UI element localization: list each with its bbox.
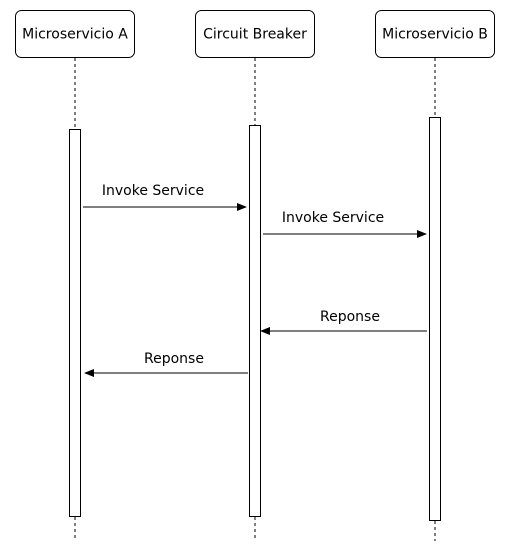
message-label: Invoke Service [102,183,204,199]
participant-label-circuit-breaker: Circuit Breaker [203,27,307,43]
message-response-b-to-cb: Reponse [260,309,427,335]
message-invoke-a-to-cb: Invoke Service [83,183,247,211]
message-response-cb-to-a: Reponse [84,351,248,377]
participant-box-microservicio-b [375,10,495,58]
participant-label-microservicio-a: Microservicio A [22,27,128,43]
message-label: Reponse [320,309,380,325]
activation-bar-microservicio-b [429,117,441,521]
activation-bar-circuit-breaker [249,125,261,517]
participant-circuit-breaker: Circuit Breaker [195,10,315,541]
message-label: Reponse [144,351,204,367]
participant-box-microservicio-a [15,10,135,58]
message-invoke-cb-to-b: Invoke Service [263,210,427,238]
activation-bar-microservicio-a [69,129,81,517]
participant-box-circuit-breaker [195,10,315,58]
message-label: Invoke Service [282,210,384,226]
participant-microservicio-b: Microservicio B [375,10,495,541]
participant-microservicio-a: Microservicio A [15,10,135,541]
participant-label-microservicio-b: Microservicio B [382,27,488,43]
